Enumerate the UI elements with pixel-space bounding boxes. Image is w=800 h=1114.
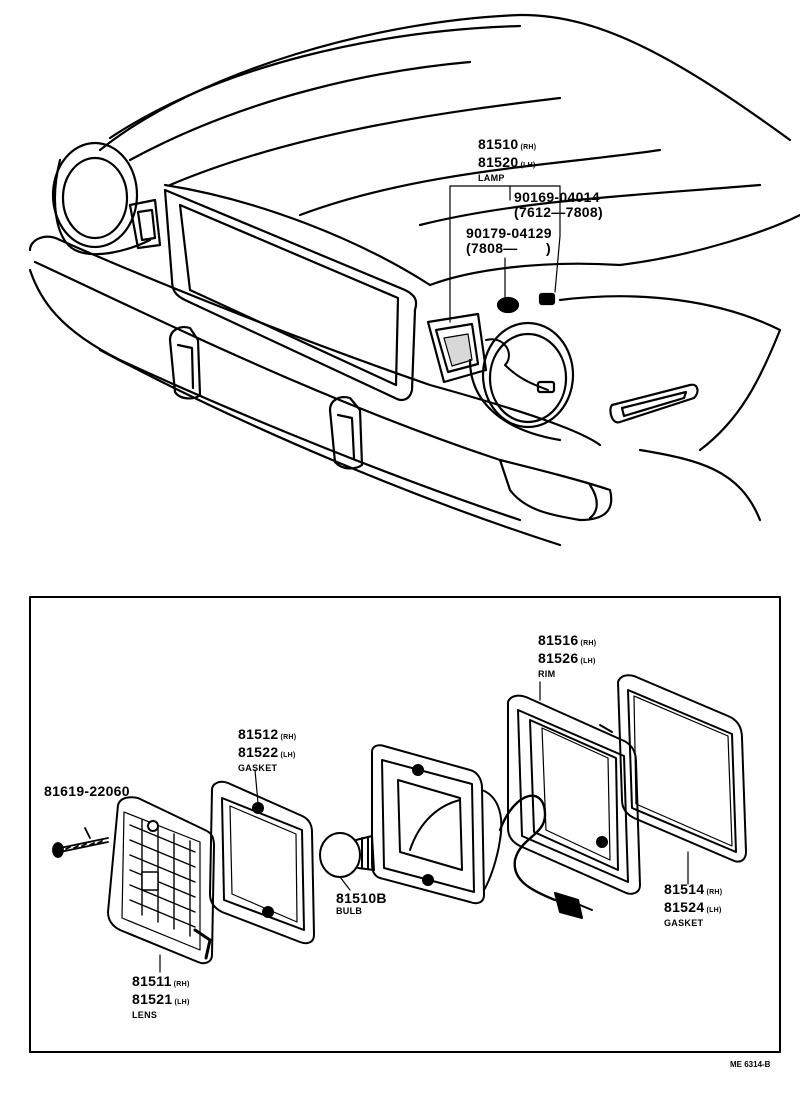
bumper-end-right <box>498 458 613 522</box>
turn-lamp-assembly <box>426 312 488 384</box>
hood-outline <box>98 13 792 152</box>
gasket-rear-lh-side: (LH) <box>706 907 722 914</box>
bumper-lower <box>28 268 522 522</box>
front-gasket-part <box>209 780 315 945</box>
gasket-front-lh-pn: 81522 <box>238 744 279 760</box>
lens-lh-pn: 81521 <box>132 991 173 1007</box>
gasket-front-rh-side: (RH) <box>280 734 297 741</box>
rim-rh-pn: 81516 <box>538 632 579 648</box>
lamp-socket <box>536 380 556 394</box>
hood-crease-2 <box>168 96 562 187</box>
lamp-rh-side: (RH) <box>520 144 537 151</box>
gasket-front-rh-pn: 81512 <box>238 726 279 742</box>
grille-inner <box>178 203 400 387</box>
lens-part <box>107 796 215 965</box>
lens-texture <box>129 819 196 937</box>
hood-crease-3 <box>298 148 662 217</box>
lens-label: 81511(RH) 81521(LH) LENS <box>132 973 190 1021</box>
hood-front-edge <box>163 183 622 287</box>
screw-b-pn: 90179-04129 <box>466 225 552 241</box>
lens-name: LENS <box>132 1010 158 1020</box>
fender-right <box>618 213 800 267</box>
bumper-guard-right <box>328 396 364 470</box>
bulb-pn: 81510B <box>336 890 387 906</box>
lamp-socket-wire <box>485 338 549 391</box>
gasket-front-name: GASKET <box>238 763 278 773</box>
exploded-view-frame <box>29 596 781 1053</box>
gasket-rear-name: GASKET <box>664 918 704 928</box>
housing-part <box>371 744 593 919</box>
fender-right-lower <box>558 295 782 452</box>
bulb-part <box>319 832 375 878</box>
gasket-rear-lh-pn: 81524 <box>664 899 705 915</box>
screw-b-range: (7808— <box>466 240 518 256</box>
screw-b-range-end: ) <box>546 240 551 256</box>
left-side-lamp <box>128 198 162 250</box>
bumper-guard-left <box>168 326 202 400</box>
gasket-front-lh-side: (LH) <box>280 752 296 759</box>
lens-rh-pn: 81511 <box>132 973 172 989</box>
hood-crease-1 <box>128 60 472 162</box>
rim-label: 81516(RH) 81526(LH) RIM <box>538 632 597 680</box>
bumper-mid <box>33 260 502 462</box>
footer-code: ME 6314-B <box>730 1060 771 1069</box>
top-leader-lines <box>449 185 561 323</box>
gasket-front-label: 81512(RH) 81522(LH) GASKET <box>238 726 297 774</box>
left-headlamp-lens <box>61 156 129 240</box>
bulb-name: BULB <box>336 906 363 916</box>
screw-icon-small <box>538 292 556 306</box>
lens-lh-side: (LH) <box>174 999 190 1006</box>
lens-rh-side: (RH) <box>173 981 190 988</box>
lamp-lh-side: (LH) <box>520 162 536 169</box>
bottom-leader-lines <box>159 681 689 973</box>
left-fender <box>53 158 152 256</box>
screw-a-label: 90169-04014 (7612—7808) <box>514 190 603 220</box>
rim-lh-side: (LH) <box>580 658 596 665</box>
hood-ridge-line <box>108 24 522 140</box>
grille-outer <box>163 188 418 401</box>
car-front-drawing <box>28 13 800 547</box>
right-headlamp <box>481 321 575 429</box>
body-right-side <box>638 448 762 522</box>
screw-a-range: (7612—7808) <box>514 204 603 220</box>
rim-rh-side: (RH) <box>580 640 597 647</box>
lamp-lh-pn: 81520 <box>478 154 519 170</box>
hood-crease-4 <box>418 183 762 227</box>
side-marker-lamp <box>609 383 699 424</box>
rim-part <box>507 694 641 895</box>
bumper-bottom <box>98 348 562 547</box>
screw-pn: 81619-22060 <box>44 783 130 799</box>
screw-part <box>52 827 109 858</box>
lamp-name: LAMP <box>478 173 505 183</box>
rim-lh-pn: 81526 <box>538 650 579 666</box>
bulb-label: 81510B BULB <box>336 890 387 917</box>
gasket-rear-rh-pn: 81514 <box>664 881 705 897</box>
screw-a-pn: 90169-04014 <box>514 189 600 205</box>
gasket-rear-rh-side: (RH) <box>706 889 723 896</box>
rim-name: RIM <box>538 669 556 679</box>
screw-b-label: 90179-04129 (7808— <box>466 226 552 256</box>
rear-gasket-part <box>617 674 747 863</box>
left-headlamp-ring <box>51 141 139 249</box>
lamp-label: 81510(RH) 81520(LH) LAMP <box>478 136 537 184</box>
lamp-rh-pn: 81510 <box>478 136 519 152</box>
gasket-rear-label: 81514(RH) 81524(LH) GASKET <box>664 881 723 929</box>
